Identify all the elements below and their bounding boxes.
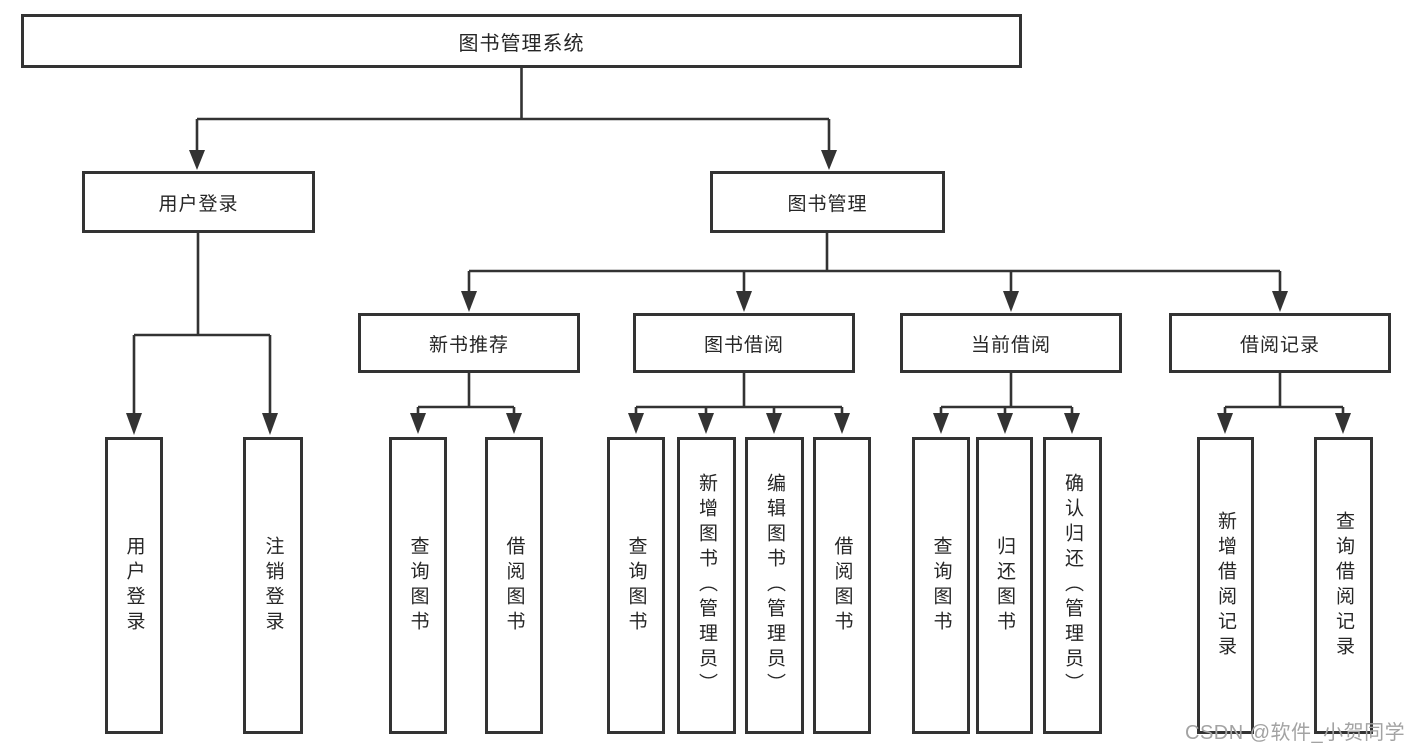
leaf-borrow-books-recommend: 借阅图书 (485, 437, 543, 734)
leaf-confirm-return-admin: 确认归还（管理员） (1043, 437, 1102, 734)
csdn-watermark: CSDN @软件_小贺同学 (1185, 722, 1405, 744)
leaf-label: 查询图书 (625, 535, 647, 636)
node-book-management: 图书管理 (710, 171, 945, 233)
node-current-borrowing: 当前借阅 (900, 313, 1122, 373)
leaf-label: 查询借阅记录 (1333, 510, 1354, 661)
leaf-label: 注销登录 (262, 535, 284, 636)
leaf-label: 新增借阅记录 (1215, 510, 1236, 661)
connector-borrowing-records (1217, 373, 1351, 434)
node-user-login: 用户登录 (82, 171, 315, 233)
leaf-label: 确认归还（管理员） (1062, 473, 1083, 698)
leaf-user-login: 用户登录 (105, 437, 163, 734)
leaf-borrow-books-borrowing: 借阅图书 (813, 437, 871, 734)
leaf-label: 用户登录 (123, 535, 145, 636)
leaf-logout: 注销登录 (243, 437, 303, 734)
leaf-label: 归还图书 (994, 535, 1015, 636)
leaf-query-books-borrowing: 查询图书 (607, 437, 665, 734)
connector-user-login (126, 233, 278, 435)
connector-root (189, 68, 837, 170)
leaf-label: 借阅图书 (503, 535, 525, 636)
leaf-label: 新增图书（管理员） (696, 473, 717, 698)
node-book-borrowing: 图书借阅 (633, 313, 855, 373)
leaf-query-books-current: 查询图书 (912, 437, 970, 734)
leaf-label: 查询图书 (930, 535, 952, 636)
leaf-query-borrow-record: 查询借阅记录 (1314, 437, 1373, 734)
connector-new-book-recommend (410, 373, 522, 434)
leaf-edit-book-admin: 编辑图书（管理员） (745, 437, 804, 734)
leaf-label: 借阅图书 (831, 535, 853, 636)
node-root-library-system: 图书管理系统 (21, 14, 1022, 68)
connector-book-borrowing (628, 373, 850, 434)
leaf-label: 查询图书 (407, 535, 429, 636)
connector-book-management (461, 233, 1288, 312)
connector-current-borrowing (933, 373, 1080, 434)
node-new-book-recommend: 新书推荐 (358, 313, 580, 373)
leaf-label: 编辑图书（管理员） (764, 473, 785, 698)
leaf-query-books-recommend: 查询图书 (389, 437, 447, 734)
leaf-return-books: 归还图书 (976, 437, 1033, 734)
leaf-add-book-admin: 新增图书（管理员） (677, 437, 736, 734)
node-borrowing-records: 借阅记录 (1169, 313, 1391, 373)
leaf-add-borrow-record: 新增借阅记录 (1197, 437, 1254, 734)
